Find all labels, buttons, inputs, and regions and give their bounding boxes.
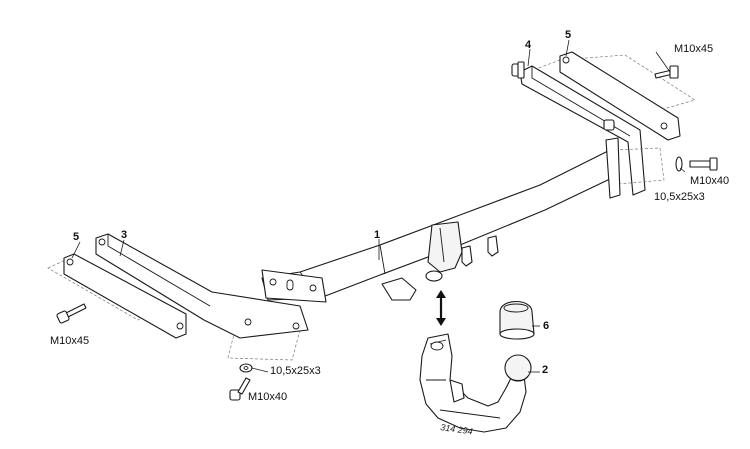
label-bolt-m10x40-left: M10x40	[248, 391, 287, 403]
right-bracket-assembly	[511, 51, 718, 196]
label-bolt-m10x45-right: M10x45	[674, 43, 713, 55]
left-side-bracket-3	[95, 233, 309, 339]
callout-3: 3	[121, 229, 127, 241]
crossbar-left-mount-plate	[261, 269, 327, 303]
washer-right	[675, 156, 683, 172]
right-side-bracket-4	[519, 65, 646, 196]
right-bracket-nut	[603, 119, 615, 131]
crossbar-right-flange	[605, 137, 621, 199]
callout-5-right: 5	[565, 29, 571, 41]
callout-1: 1	[374, 229, 380, 241]
label-washer-right: 10,5x25x3	[654, 191, 705, 203]
bolt-m10x45-right	[654, 65, 679, 79]
bolt-m10x45-left	[56, 303, 87, 324]
label-bolt-m10x45-left: M10x45	[50, 335, 89, 347]
washer-left	[239, 363, 253, 373]
receiver-housing	[427, 221, 463, 273]
ball-neck-part-number: 314 294	[440, 422, 474, 436]
right-bracket-stud	[511, 61, 525, 79]
callout-5-left: 5	[73, 231, 79, 243]
leader-lines	[71, 39, 686, 373]
detachable-ball-neck-2	[419, 333, 532, 433]
label-washer-left: 10,5x25x3	[270, 365, 321, 377]
tow-ball	[504, 354, 532, 382]
bolt-m10x40-left	[229, 377, 251, 401]
label-bolt-m10x40-right: M10x40	[690, 175, 729, 187]
right-side-plate-5	[559, 51, 681, 141]
ball-cover-cap-6	[499, 300, 535, 340]
callout-2: 2	[542, 364, 548, 376]
main-crossbar-1	[261, 137, 621, 303]
callout-4: 4	[525, 39, 532, 51]
bolt-m10x40-right	[689, 157, 718, 171]
callout-6: 6	[543, 320, 549, 332]
insertion-arrow	[436, 290, 446, 326]
left-bracket-assembly	[47, 233, 309, 401]
